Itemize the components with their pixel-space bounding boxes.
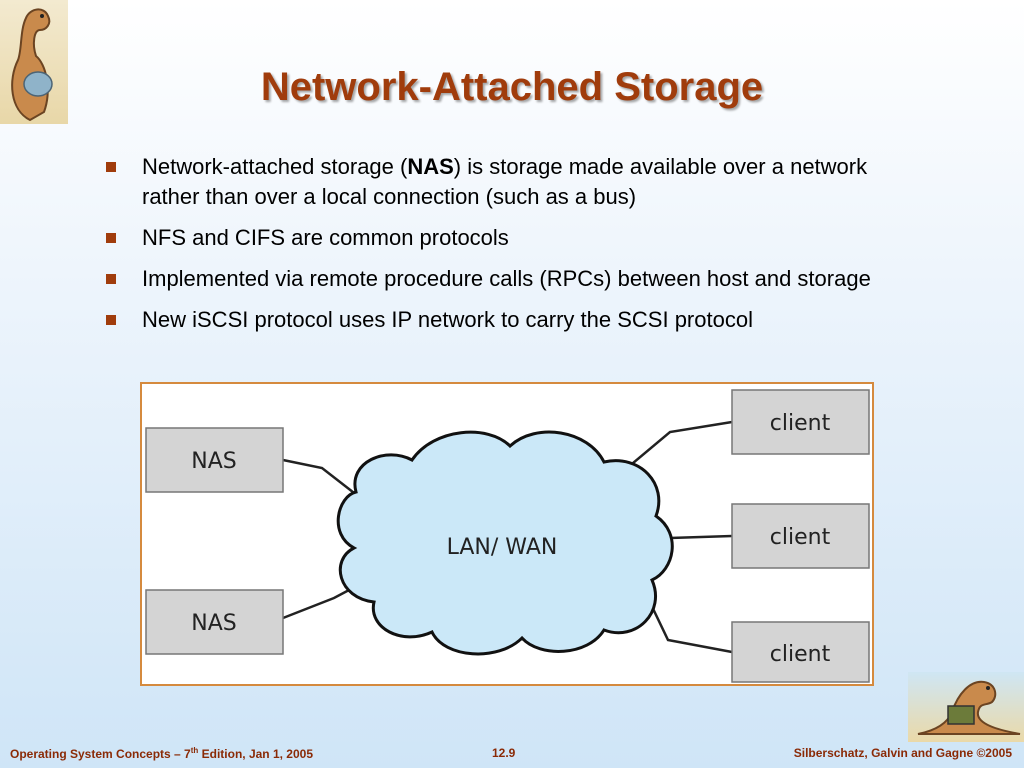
connector-line (282, 458, 359, 497)
nas-label: NAS (191, 611, 236, 636)
footer-text: Edition, Jan 1, 2005 (198, 747, 314, 761)
nas-diagram: LAN/ WAN NAS NAS client client client (140, 382, 874, 686)
bullet-item: Network-attached storage (NAS) is storag… (104, 152, 904, 212)
bullet-text: New iSCSI protocol uses IP network to ca… (142, 307, 753, 332)
bullet-square-icon (106, 233, 116, 243)
bullet-list: Network-attached storage (NAS) is storag… (104, 152, 904, 346)
bullet-item: NFS and CIFS are common protocols (104, 223, 904, 253)
dinosaur-logo-top (0, 0, 68, 124)
client-label: client (770, 525, 831, 550)
bullet-text: Implemented via remote procedure calls (… (142, 266, 871, 291)
nas-box (145, 589, 284, 655)
client-box (731, 389, 870, 455)
footer-text: Operating System Concepts – 7 (10, 747, 191, 761)
connector-line (669, 534, 733, 540)
slide-number: 12.9 (492, 746, 516, 760)
client-box (731, 621, 870, 683)
bullet-text: ) is storage made available over a netwo… (142, 154, 868, 209)
network-cloud (336, 430, 674, 656)
client-label: client (770, 642, 831, 667)
client-box (731, 503, 870, 569)
nas-box (145, 427, 284, 493)
bullet-bold-term: NAS (407, 154, 454, 179)
nas-label: NAS (191, 449, 236, 474)
connector-line (619, 420, 733, 475)
footer-book-title: Operating System Concepts – 7th Edition,… (10, 746, 313, 761)
connector-line (644, 593, 733, 654)
footer-authors: Silberschatz, Galvin and Gagne ©2005 (793, 746, 1012, 760)
bullet-square-icon (106, 274, 116, 284)
bullet-square-icon (106, 315, 116, 325)
bullet-text: Network-attached storage ( (142, 154, 408, 179)
bullet-square-icon (106, 162, 116, 172)
footer-sup: th (190, 746, 199, 755)
client-label: client (770, 411, 831, 436)
dinosaur-logo-bottom (908, 672, 1024, 742)
slide-title: Network-Attached Storage (260, 64, 764, 109)
bullet-text: NFS and CIFS are common protocols (142, 225, 509, 250)
nas-diagram-svg: LAN/ WAN NAS NAS client client client (145, 389, 870, 683)
bullet-item: Implemented via remote procedure calls (… (104, 264, 904, 294)
network-label: LAN/ WAN (447, 535, 558, 560)
bullet-item: New iSCSI protocol uses IP network to ca… (104, 305, 904, 335)
